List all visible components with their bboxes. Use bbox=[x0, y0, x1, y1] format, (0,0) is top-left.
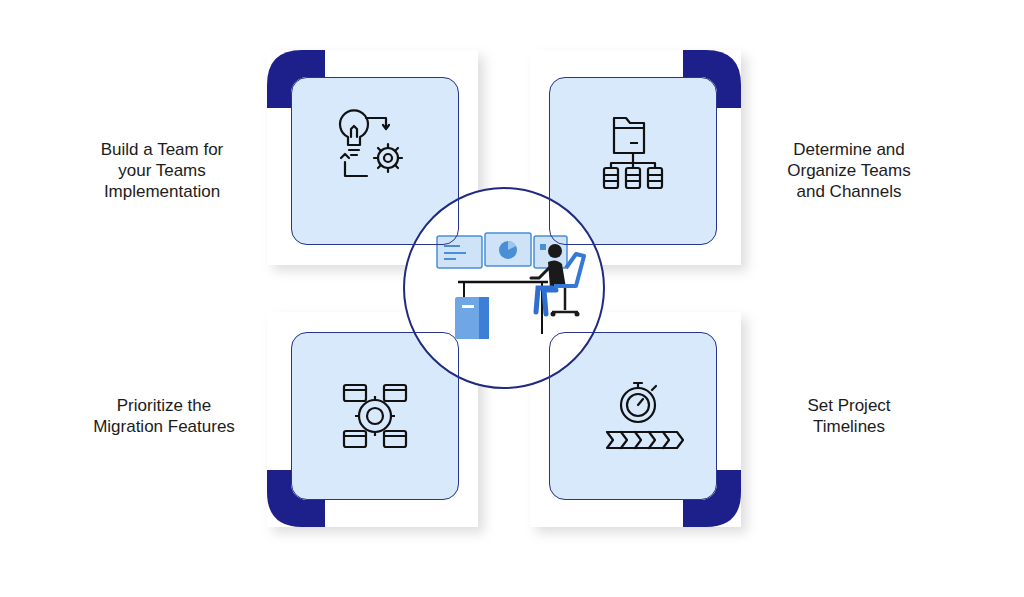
folder-tree-icon bbox=[604, 118, 662, 188]
idea-gear-icon bbox=[340, 110, 402, 176]
step-label: Determine and Organize Teams and Channel… bbox=[779, 139, 919, 202]
step-label: Prioritize the Migration Features bbox=[80, 395, 248, 437]
central-illustration bbox=[404, 188, 604, 388]
step-box: Determine and Organize Teams and Channel… bbox=[549, 77, 717, 245]
stopwatch-icon bbox=[607, 383, 683, 448]
card-shadow bbox=[267, 50, 741, 527]
features-gear-icon bbox=[344, 385, 406, 447]
step-box: Build a Team for your Teams Implementati… bbox=[291, 77, 459, 245]
step-box: Set Project Timelines bbox=[549, 332, 717, 500]
step-box: Prioritize the Migration Features bbox=[291, 332, 459, 500]
step-label: Set Project Timelines bbox=[797, 395, 901, 437]
corner-accent bbox=[267, 50, 741, 527]
step-label: Build a Team for your Teams Implementati… bbox=[86, 139, 238, 202]
box-fill bbox=[291, 77, 717, 500]
